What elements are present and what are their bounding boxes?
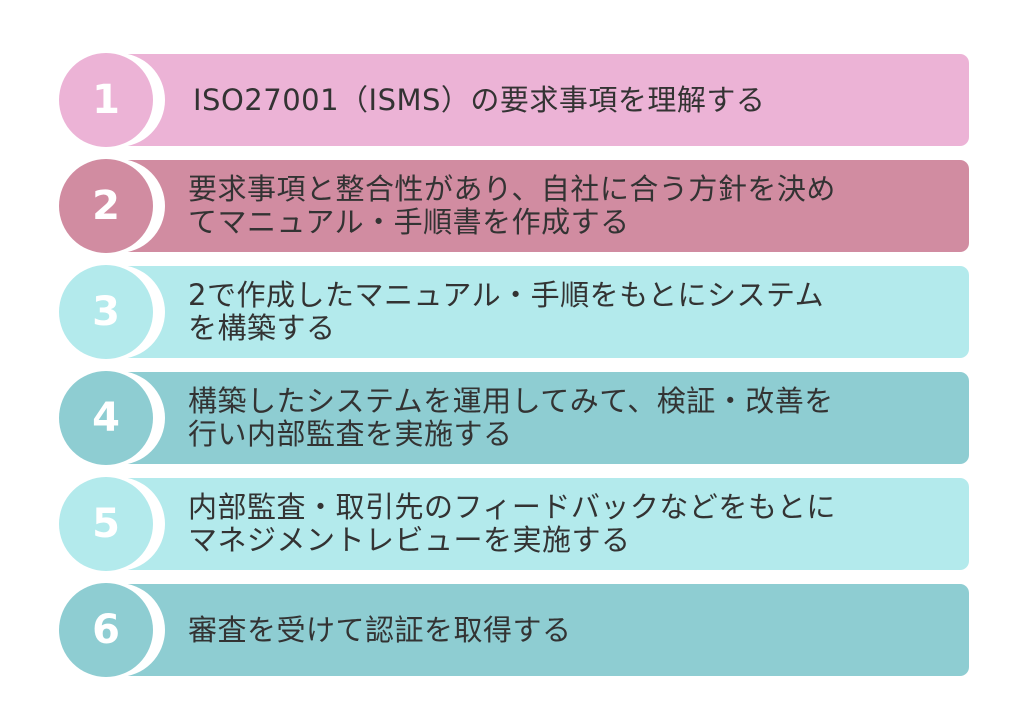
step-label: ISO27001（ISMS）の要求事項を理解する (193, 54, 933, 146)
step-4: 4 構築したシステムを運用してみて、検証・改善を 行い内部監査を実施する (0, 371, 1024, 465)
step-5: 5 内部監査・取引先のフィードバックなどをもとに マネジメントレビューを実施する (0, 477, 1024, 571)
step-number-badge: 1 (59, 53, 153, 147)
step-number-badge: 3 (59, 265, 153, 359)
step-label-line: 内部監査・取引先のフィードバックなどをもとに (188, 490, 836, 524)
step-bar (110, 266, 969, 358)
step-label: 内部監査・取引先のフィードバックなどをもとに マネジメントレビューを実施する (188, 478, 928, 570)
step-label: 要求事項と整合性があり、自社に合う方針を決め てマニュアル・手順書を作成する (188, 160, 928, 252)
step-3: 3 2で作成したマニュアル・手順をもとにシステム を構築する (0, 265, 1024, 359)
step-label-line: ISO27001（ISMS）の要求事項を理解する (193, 82, 766, 117)
step-number-badge: 5 (59, 477, 153, 571)
step-label-line: 行い内部監査を実施する (188, 417, 513, 451)
step-label-line: マネジメントレビューを実施する (188, 523, 631, 557)
step-label: 審査を受けて認証を取得する (188, 584, 928, 676)
step-label: 2で作成したマニュアル・手順をもとにシステム を構築する (188, 266, 928, 358)
step-2: 2 要求事項と整合性があり、自社に合う方針を決め てマニュアル・手順書を作成する (0, 159, 1024, 253)
step-6: 6 審査を受けて認証を取得する (0, 583, 1024, 677)
step-bar (110, 160, 969, 252)
step-label-line: 2で作成したマニュアル・手順をもとにシステム (188, 278, 825, 312)
step-label-line: を構築する (188, 311, 336, 345)
step-number-badge: 4 (59, 371, 153, 465)
step-bar (110, 478, 969, 570)
step-label-line: てマニュアル・手順書を作成する (188, 205, 630, 239)
step-bar (110, 54, 969, 146)
step-bar (110, 584, 969, 676)
step-1: 1 ISO27001（ISMS）の要求事項を理解する (0, 53, 1024, 147)
step-label: 構築したシステムを運用してみて、検証・改善を 行い内部監査を実施する (188, 372, 928, 464)
step-bar (110, 372, 969, 464)
step-label-line: 要求事項と整合性があり、自社に合う方針を決め (188, 172, 836, 206)
step-number-badge: 2 (59, 159, 153, 253)
step-label-line: 構築したシステムを運用してみて、検証・改善を (188, 384, 834, 418)
step-label-line: 審査を受けて認証を取得する (188, 612, 572, 647)
step-number-badge: 6 (59, 583, 153, 677)
